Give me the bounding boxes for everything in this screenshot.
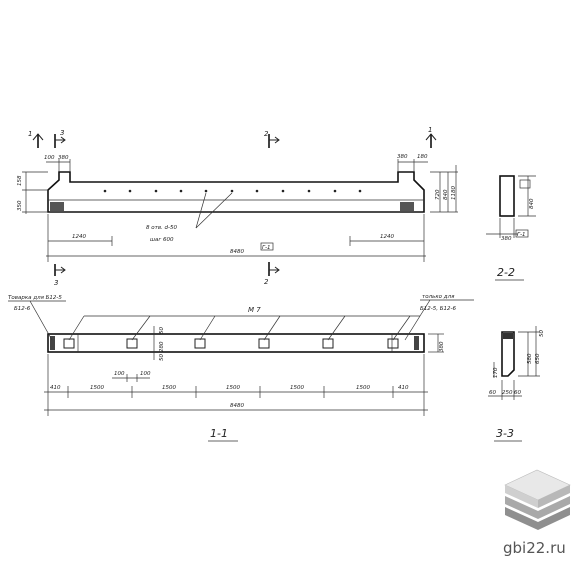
end-block-right bbox=[400, 202, 414, 211]
cut-mark-1-right: 1 bbox=[425, 126, 437, 148]
cut-mark-label: 3 bbox=[60, 129, 64, 137]
dim-label: 100 bbox=[140, 371, 151, 377]
section-3-3-outline bbox=[501, 331, 515, 377]
dim-label: 100 bbox=[44, 155, 55, 161]
dim-label: 1500 bbox=[90, 385, 104, 391]
dim-label: 170 bbox=[493, 367, 499, 378]
dim-label: 410 bbox=[398, 385, 409, 391]
hole bbox=[128, 189, 132, 193]
cut-mark-3-bottom: 3 bbox=[54, 264, 66, 287]
dim-label: 380 bbox=[501, 236, 512, 242]
cut-mark-label: 2 bbox=[264, 278, 269, 286]
embedded-plate bbox=[126, 338, 138, 349]
section-3-3: 50 580 650 170 60 250 60 3-3 bbox=[488, 326, 545, 442]
hole-note: 8 отв. d-50 bbox=[146, 225, 178, 231]
dim-label: 1500 bbox=[290, 385, 304, 391]
dim-label: 50 bbox=[539, 330, 545, 337]
plate-mark: М 7 bbox=[248, 306, 261, 314]
beam-plan: М 7 Товарка для Б12-5 Б12-6 только для Б… bbox=[8, 294, 474, 442]
embedded-plate bbox=[258, 338, 270, 349]
dim-label: 1240 bbox=[380, 234, 394, 240]
section-1-1-label: 1-1 bbox=[210, 427, 228, 440]
dim-label: 50 bbox=[159, 354, 165, 361]
cut-mark-label: 2 bbox=[264, 130, 269, 138]
section-2-2: 840 380 Г-1 2-2 bbox=[486, 175, 536, 281]
hole bbox=[281, 189, 285, 193]
dim-label: 1240 bbox=[72, 234, 86, 240]
total-length-label: 8480 bbox=[230, 403, 244, 409]
section-3-3-label: 3-3 bbox=[496, 427, 514, 440]
gbi22-logo bbox=[504, 469, 571, 530]
total-length-label: 8480 bbox=[230, 249, 244, 255]
dim-label: 1180 bbox=[451, 186, 457, 200]
hole-note: шаг 600 bbox=[150, 237, 174, 243]
dim-label: 1500 bbox=[226, 385, 240, 391]
beam-elevation: 100 380 380 180 158 350 720 840 1180 8 о… bbox=[17, 154, 458, 262]
section-2-2-label: 2-2 bbox=[497, 266, 515, 279]
cut-mark-label: 1 bbox=[428, 126, 432, 134]
holes-row bbox=[103, 189, 362, 193]
dim-label: 180 bbox=[417, 154, 428, 160]
hole bbox=[307, 189, 311, 193]
section-2-2-outline bbox=[499, 175, 515, 217]
dim-label: 380 bbox=[397, 154, 408, 160]
plan-note: Товарка для Б12-5 bbox=[8, 295, 62, 301]
embedded-plate bbox=[63, 338, 75, 349]
hole bbox=[255, 189, 259, 193]
hole bbox=[103, 189, 107, 193]
dim-label: 1500 bbox=[356, 385, 370, 391]
dim-label: 250 bbox=[502, 390, 513, 396]
dim-label: 100 bbox=[114, 371, 125, 377]
dim-label: 720 bbox=[435, 189, 441, 200]
hole bbox=[204, 189, 208, 193]
cut-mark-3-top: 3 bbox=[54, 129, 66, 148]
sheet-ref: Г-1 bbox=[262, 245, 271, 251]
embedded-plate bbox=[387, 338, 399, 349]
plan-outline bbox=[47, 333, 425, 353]
cut-mark-label: 1 bbox=[28, 130, 32, 138]
watermark-site: gbi22.ru bbox=[503, 539, 566, 557]
plan-note: только для bbox=[422, 294, 455, 300]
end-block-left bbox=[50, 202, 64, 211]
dim-label: 650 bbox=[535, 353, 541, 364]
dim-label: 1500 bbox=[162, 385, 176, 391]
dim-label: 380 bbox=[439, 341, 445, 352]
dim-label: 580 bbox=[527, 353, 533, 364]
hole bbox=[333, 189, 337, 193]
dim-label: 350 bbox=[17, 200, 23, 211]
hole bbox=[230, 189, 234, 193]
cut-mark-label: 3 bbox=[54, 279, 58, 287]
hole bbox=[179, 189, 183, 193]
hole bbox=[358, 189, 362, 193]
plan-note: Б12-5, Б12-6 bbox=[420, 306, 457, 312]
dim-label: 380 bbox=[58, 155, 69, 161]
dim-label: 158 bbox=[17, 175, 23, 186]
sheet-ref: Г-1 bbox=[517, 232, 526, 238]
dim-label: 840 bbox=[529, 198, 535, 209]
cut-mark-2-top: 2 bbox=[264, 130, 280, 148]
dim-label: 840 bbox=[443, 189, 449, 200]
dim-label: 410 bbox=[50, 385, 61, 391]
dim-label: 60 bbox=[514, 390, 521, 396]
dim-label: 50 bbox=[159, 327, 165, 334]
hole bbox=[154, 189, 158, 193]
embedded-plate bbox=[322, 338, 334, 349]
cut-mark-2-bottom: 2 bbox=[264, 262, 280, 286]
sheet-ref-box bbox=[260, 242, 274, 251]
dim-label: 280 bbox=[159, 341, 165, 352]
cut-mark-1-left: 1 bbox=[28, 130, 44, 148]
dim-label: 60 bbox=[489, 390, 496, 396]
plan-note: Б12-6 bbox=[14, 306, 31, 312]
embedded-plate bbox=[194, 338, 206, 349]
